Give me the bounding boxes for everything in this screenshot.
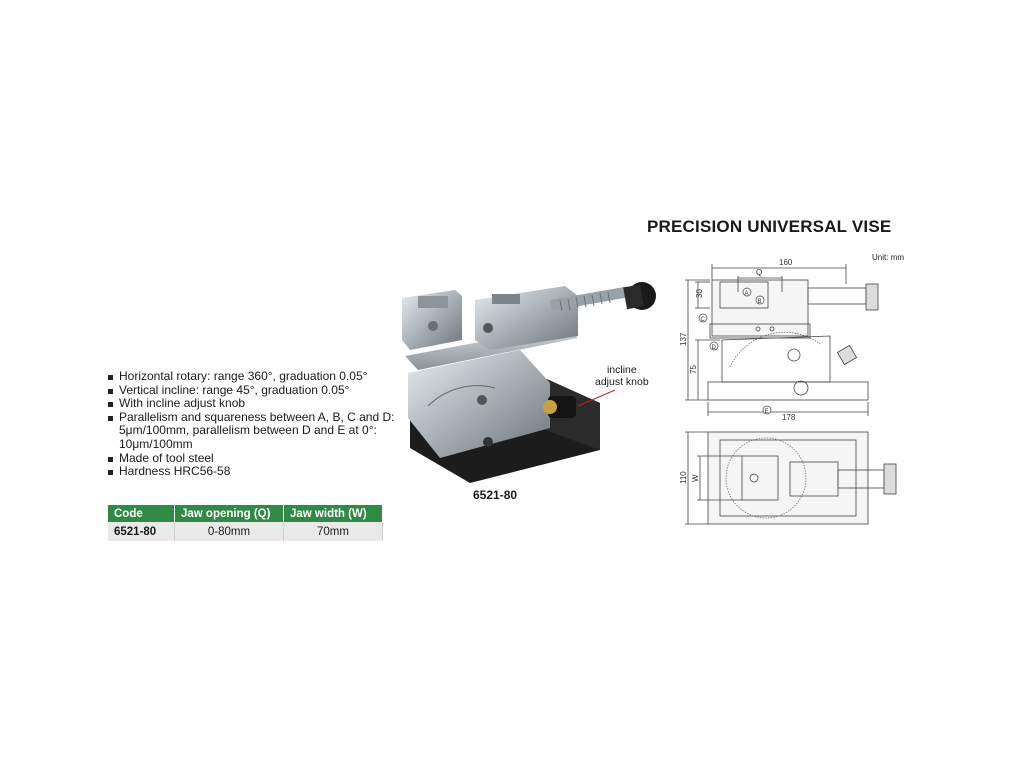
incline-knob-callout: incline adjust knob xyxy=(595,364,649,388)
dim-160: 160 xyxy=(779,258,793,267)
callout-line-1: incline xyxy=(606,364,637,376)
vise-product-image xyxy=(402,282,656,483)
feature-item: Horizontal rotary: range 360°, graduatio… xyxy=(108,369,399,384)
page-title: PRECISION UNIVERSAL VISE xyxy=(647,217,892,236)
cell-jaw-width: 70mm xyxy=(283,522,383,541)
dim-q: Q xyxy=(756,268,762,277)
dim-30: 30 xyxy=(695,289,704,298)
ref-d: D xyxy=(712,345,717,351)
feature-item: Parallelism and squareness between A, B,… xyxy=(108,410,399,452)
callout-line-2: adjust knob xyxy=(595,376,649,388)
dim-110: 110 xyxy=(680,471,688,484)
feature-list: Horizontal rotary: range 360°, graduatio… xyxy=(108,369,399,479)
header-jaw-width: Jaw width (W) xyxy=(283,505,383,522)
feature-item: With incline adjust knob xyxy=(108,397,399,411)
ref-a: A xyxy=(745,291,749,297)
ref-e: E xyxy=(765,409,769,415)
table-row: 6521-80 0-80mm 70mm xyxy=(108,522,383,541)
technical-drawing: 160 Q 30 137 75 178 110 W A B C D E xyxy=(680,258,897,525)
cell-jaw-opening: 0-80mm xyxy=(174,522,284,541)
spec-table: Code Jaw opening (Q) Jaw width (W) 6521-… xyxy=(108,505,383,541)
feature-item: Made of tool steel xyxy=(108,451,399,466)
ref-c: C xyxy=(701,317,706,323)
spec-header-row: Code Jaw opening (Q) Jaw width (W) xyxy=(108,505,383,522)
dim-178: 178 xyxy=(782,413,796,422)
cell-code: 6521-80 xyxy=(108,522,175,541)
dim-137: 137 xyxy=(680,332,688,346)
ref-b: B xyxy=(758,299,762,305)
feature-item: Hardness HRC56-58 xyxy=(108,465,399,479)
header-jaw-opening: Jaw opening (Q) xyxy=(174,505,284,522)
unit-label: Unit: mm xyxy=(872,253,904,262)
dim-w: W xyxy=(691,474,700,482)
feature-item: Vertical incline: range 45°, graduation … xyxy=(108,383,399,398)
dim-75: 75 xyxy=(689,365,698,374)
model-number: 6521-80 xyxy=(473,488,518,502)
header-code: Code xyxy=(108,505,175,522)
